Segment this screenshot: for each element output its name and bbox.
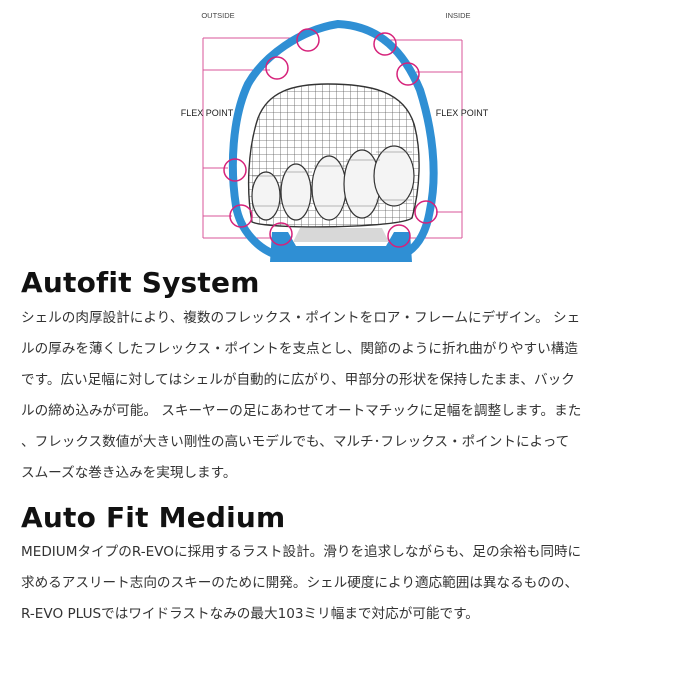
flex-marker: [387, 224, 411, 248]
section-title: Auto Fit Medium: [21, 501, 286, 534]
flex-marker: [396, 62, 420, 86]
autofit-shell-diagram: OUTSIDE INSIDE FLEX POINT FLEX POINT: [181, 11, 489, 262]
flex-marker: [265, 56, 289, 80]
flex-marker: [229, 204, 253, 228]
label-flex-point-right: FLEX POINT: [436, 108, 489, 118]
flex-marker: [373, 32, 397, 56]
body-line: です。広い足幅に対してはシェルが自動的に広がり、甲部分の形状を保持したまま、バッ…: [21, 372, 575, 388]
flex-marker: [296, 28, 320, 52]
body-line: スムーズな巻き込みを実現します。: [21, 465, 237, 481]
flex-point-markers: [223, 28, 438, 248]
section-title: Autofit System: [21, 266, 260, 299]
body-line: 求めるアスリート志向のスキーのために開発。シェル硬度により適応範囲は異なるものの…: [21, 575, 579, 591]
flex-marker: [269, 222, 293, 246]
body-line: ルの厚みを薄くしたフレックス・ポイントを支点とし、関節のように折れ曲がりやすい構…: [21, 341, 578, 357]
flex-marker: [223, 158, 247, 182]
auto-fit-medium-section: Auto Fit Medium MEDIUMタイプのR-EVOに採用するラスト設…: [21, 501, 683, 630]
body-line: MEDIUMタイプのR-EVOに採用するラスト設計。滑りを追求しながらも、足の余…: [21, 544, 582, 560]
ski-boot-shell: [228, 19, 438, 262]
flex-marker: [414, 200, 438, 224]
label-inside: INSIDE: [445, 11, 470, 20]
body-line: ルの締め込みが可能。 スキーヤーの足にあわせてオートマチックに足幅を調整します。…: [21, 403, 582, 419]
autofit-system-section: Autofit System シェルの肉厚設計により、複数のフレックス・ポイント…: [21, 266, 683, 489]
section-body: シェルの肉厚設計により、複数のフレックス・ポイントをロア・フレームにデザイン。 …: [21, 303, 683, 489]
section-body: MEDIUMタイプのR-EVOに採用するラスト設計。滑りを追求しながらも、足の余…: [21, 537, 683, 630]
label-flex-point-left: FLEX POINT: [181, 108, 234, 118]
body-line: R-EVO PLUSではワイドラストなみの最大103ミリ幅まで対応が可能です。: [21, 606, 479, 622]
label-outside: OUTSIDE: [201, 11, 234, 20]
body-line: シェルの肉厚設計により、複数のフレックス・ポイントをロア・フレームにデザイン。 …: [21, 310, 581, 326]
body-line: 、フレックス数値が大きい剛性の高いモデルでも、マルチ･フレックス・ポイントによっ…: [21, 434, 570, 450]
foot-mesh: [247, 83, 420, 228]
